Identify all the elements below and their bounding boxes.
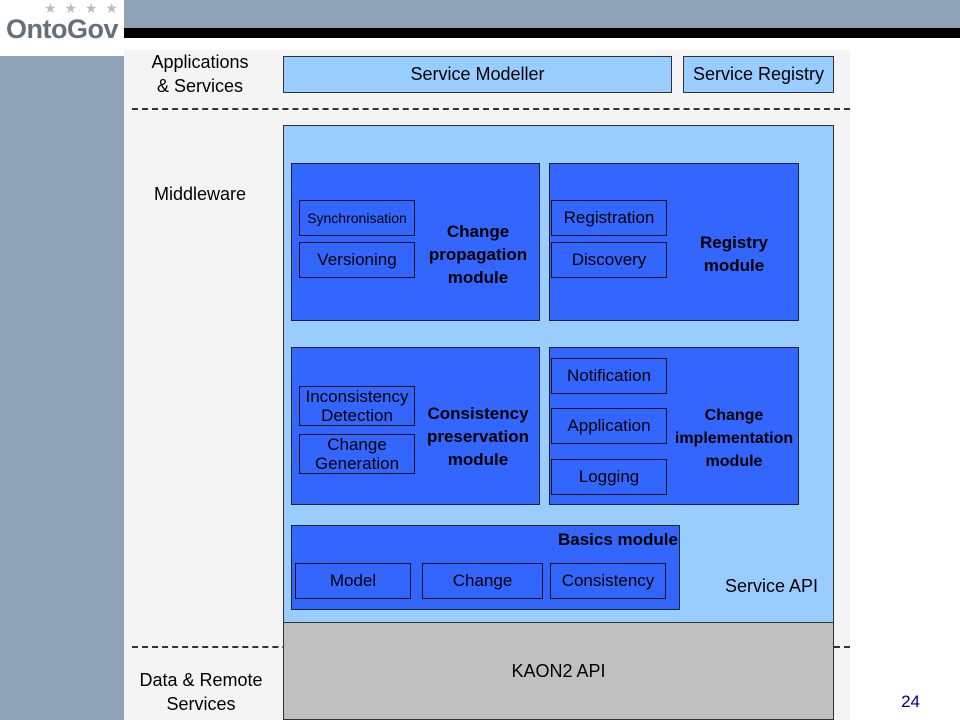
header-gap	[124, 38, 960, 50]
basics-label: Basics module	[558, 530, 678, 549]
model-box: Model	[295, 563, 411, 599]
logo-text: OntoGov	[6, 14, 119, 44]
versioning-box: Versioning	[299, 242, 415, 278]
header-black-stripe	[124, 28, 960, 38]
change-implementation-label: Change implementation module	[674, 407, 794, 470]
layer-label-middleware: Middleware	[153, 184, 247, 204]
inconsistency-detection-box: Inconsistency Detection	[299, 386, 415, 426]
page-number: 24	[901, 692, 920, 711]
ontogov-logo: ★ ★ ★ ★ OntoGov	[0, 0, 124, 56]
consistency-preservation-label: Consistency preservation module	[426, 404, 530, 469]
service-modeller-box: Service Modeller	[283, 56, 672, 93]
logo-stars-icon: ★ ★ ★ ★	[44, 0, 120, 16]
registry-label: Registry module	[699, 233, 769, 275]
left-sidebar-bar	[0, 0, 124, 720]
change-propagation-label: Change propagation module	[428, 222, 528, 287]
consistency-box: Consistency	[550, 563, 666, 599]
change-box: Change	[422, 563, 543, 599]
discovery-box: Discovery	[551, 242, 667, 278]
layer-label-applications: Applications & Services	[151, 52, 249, 96]
application-box: Application	[551, 408, 667, 444]
change-generation-box: Change Generation	[299, 434, 415, 474]
registration-box: Registration	[551, 200, 667, 236]
notification-box: Notification	[551, 358, 667, 394]
kaon2-api-box: KAON2 API	[283, 622, 834, 720]
registry-module	[549, 163, 799, 321]
layer-separator-top	[132, 108, 850, 110]
consistency-preservation-module	[291, 347, 540, 505]
service-registry-box: Service Registry	[683, 56, 834, 93]
service-api-label: Service API	[725, 576, 819, 596]
logging-box: Logging	[551, 459, 667, 495]
synchronisation-box: Synchronisation	[299, 200, 415, 236]
layer-label-data: Data & Remote Services	[139, 670, 263, 714]
top-header-bar	[124, 0, 960, 28]
